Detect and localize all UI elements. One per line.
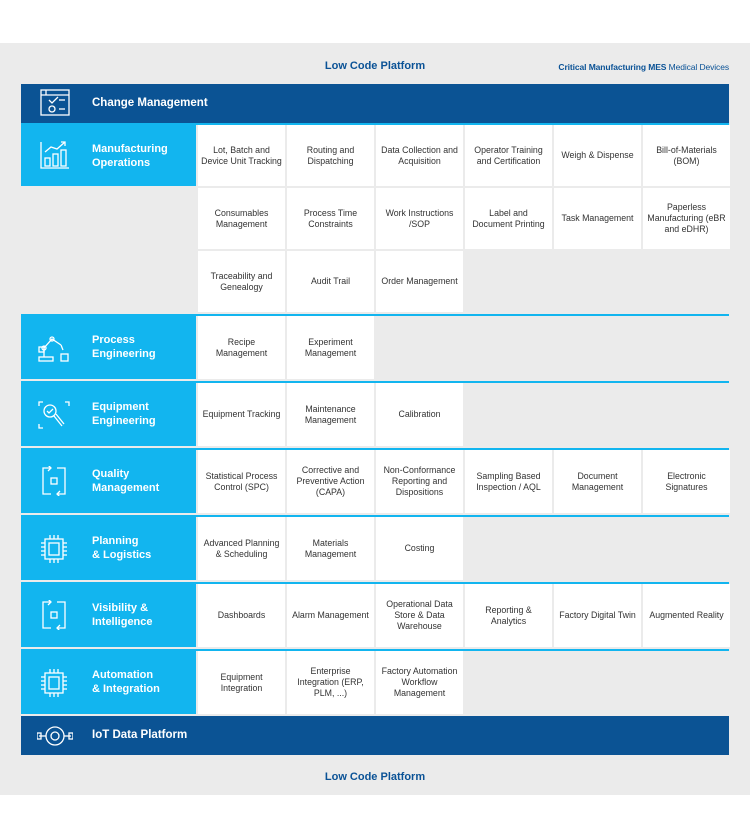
category-title-line-2: Engineering [92, 348, 156, 360]
capability-cell: Advanced Planning & Scheduling [198, 517, 285, 580]
capability-cell: Process Time Constraints [287, 188, 374, 249]
iot-data-platform-label: IoT Data Platform [92, 729, 188, 741]
capability-cell: Maintenance Management [287, 383, 374, 446]
capability-cell: Non-Conformance Reporting and Dispositio… [376, 450, 463, 513]
capability-cell: Sampling Based Inspection / AQL [465, 450, 552, 513]
change-management-bar: Change Management [21, 84, 729, 123]
category-title-line-2: Engineering [92, 415, 156, 427]
capability-cell: Lot, Batch and Device Unit Tracking [198, 125, 285, 186]
capability-cell: Routing and Dispatching [287, 125, 374, 186]
cycle-icon [37, 600, 71, 630]
category-title-line-1: Equipment [92, 401, 149, 413]
capability-cell: Audit Trail [287, 251, 374, 312]
category-title-line-2: & Logistics [92, 549, 152, 561]
capability-cell: Consumables Management [198, 188, 285, 249]
capability-cell: Recipe Management [198, 316, 285, 379]
section-visibility-intelligence: Visibility & Intelligence Dashboards Alar… [21, 582, 730, 649]
category-automation-integration: Automation & Integration [21, 651, 196, 714]
robot-arm-icon [37, 333, 71, 363]
brand-label: Critical Manufacturing MES Medical Devic… [558, 62, 729, 72]
category-title-line-2: Operations [92, 157, 151, 169]
brand-bold: Critical Manufacturing MES [558, 62, 667, 72]
capability-cell: Label and Document Printing [465, 188, 552, 249]
low-code-platform-top: Low Code Platform [324, 60, 426, 72]
capability-cell: Factory Digital Twin [554, 584, 641, 647]
capability-board: Low Code Platform Critical Manufacturing… [0, 43, 750, 795]
capability-cell: Work Instructions /SOP [376, 188, 463, 249]
iot-hub-icon [37, 722, 73, 750]
capability-cell: Reporting & Analytics [465, 584, 552, 647]
capability-cell: Augmented Reality [643, 584, 730, 647]
inspect-icon [37, 400, 71, 430]
capability-cell: Bill-of-Materials (BOM) [643, 125, 730, 186]
capability-cell: Document Management [554, 450, 641, 513]
chip-icon [37, 668, 71, 698]
change-icon [37, 89, 73, 117]
capability-cell: Factory Automation Workflow Management [376, 651, 463, 714]
category-title-line-1: Automation [92, 669, 154, 681]
capability-cell: Enterprise Integration (ERP, PLM, ...) [287, 651, 374, 714]
capability-cell: Weigh & Dispense [554, 125, 641, 186]
chip-icon [37, 534, 71, 564]
capability-cell: Costing [376, 517, 463, 580]
category-planning-logistics: Planning & Logistics [21, 517, 196, 580]
capability-cell: Data Collection and Acquisition [376, 125, 463, 186]
category-title-line-2: & Integration [92, 683, 160, 695]
capability-cell: Materials Management [287, 517, 374, 580]
low-code-platform-bottom: Low Code Platform [324, 771, 426, 783]
capability-cell: Experiment Management [287, 316, 374, 379]
capability-cell: Paperless Manufacturing (eBR and eDHR) [643, 188, 730, 249]
iot-data-platform-bar: IoT Data Platform [21, 716, 729, 755]
capability-cell: Corrective and Preventive Action (CAPA) [287, 450, 374, 513]
section-automation-integration: Automation & Integration Equipment Integr… [21, 649, 729, 716]
category-title-line-1: Quality [92, 468, 130, 480]
cycle-icon [37, 466, 71, 496]
section-planning-logistics: Planning & Logistics Advanced Planning & … [21, 515, 729, 582]
category-title: Planning & Logistics [92, 534, 151, 562]
category-title-line-2: Intelligence [92, 616, 153, 628]
capability-cell: Calibration [376, 383, 463, 446]
capability-cell: Traceability and Genealogy [198, 251, 285, 312]
brand-regular: Medical Devices [666, 62, 730, 72]
category-title: Automation & Integration [92, 668, 160, 696]
capability-cell: Statistical Process Control (SPC) [198, 450, 285, 513]
capability-cell: Equipment Integration [198, 651, 285, 714]
category-title-line-1: Manufacturing [92, 143, 168, 155]
capability-cell: Operational Data Store & Data Warehouse [376, 584, 463, 647]
category-title-line-2: Management [92, 482, 160, 494]
category-title-line-1: Process [92, 334, 135, 346]
capability-cell: Alarm Management [287, 584, 374, 647]
chart-icon [37, 140, 71, 170]
capability-cell: Equipment Tracking [198, 383, 285, 446]
category-title: Visibility & Intelligence [92, 601, 153, 629]
capability-cell: Order Management [376, 251, 463, 312]
capability-cell: Task Management [554, 188, 641, 249]
category-visibility-intelligence: Visibility & Intelligence [21, 584, 196, 647]
capability-cell: Electronic Signatures [643, 450, 730, 513]
category-title-line-1: Visibility & [92, 602, 149, 614]
change-management-label: Change Management [92, 97, 208, 109]
capability-cell: Dashboards [198, 584, 285, 647]
capability-cell: Operator Training and Certification [465, 125, 552, 186]
category-title-line-1: Planning [92, 535, 139, 547]
